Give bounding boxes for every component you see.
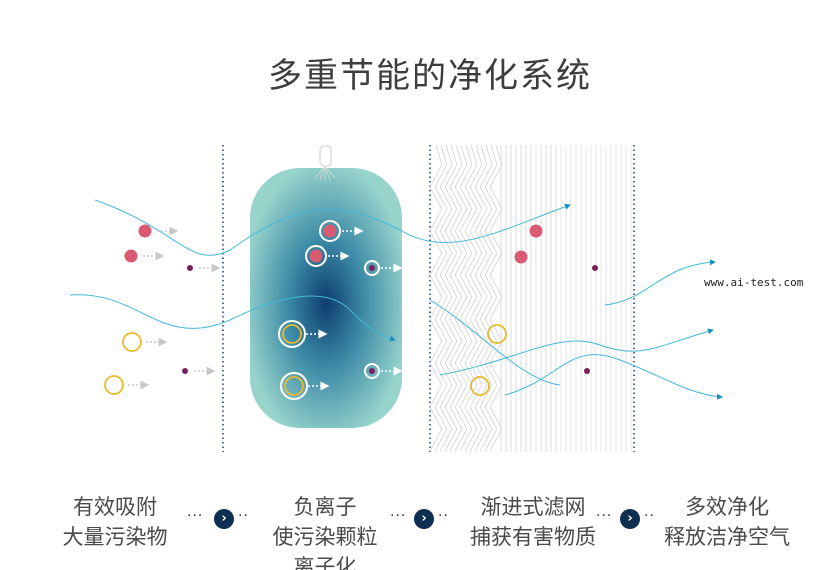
step-adsorb: 有效吸附 大量污染物 — [25, 492, 205, 552]
pollutant-particle — [138, 224, 152, 238]
allergen-particle — [284, 376, 304, 396]
trapped-particle — [470, 376, 490, 396]
allergen-particle — [282, 324, 302, 344]
progressive-filter — [429, 144, 632, 452]
step-line: 释放洁净空气 — [664, 525, 790, 549]
fine-particle — [369, 368, 375, 374]
step-line: 大量污染物 — [62, 525, 168, 549]
page-title: 多重节能的净化系统 — [268, 56, 592, 96]
trapped-particle — [592, 265, 598, 271]
ionizer-emitter — [319, 145, 332, 167]
step-line: 负离子 — [293, 495, 357, 519]
trapped-particle — [584, 368, 590, 374]
pollutant-particle — [309, 249, 323, 263]
connector-dots: ·· — [238, 508, 249, 524]
emitter-rays-icon — [314, 165, 336, 181]
particles — [104, 220, 598, 400]
connector-dots: ··· — [390, 508, 407, 524]
step-line: 使污染颗粒 — [272, 525, 378, 549]
trapped-particle — [529, 224, 543, 238]
connector-dots: ·· — [644, 508, 655, 524]
step-line: 捕获有害物质 — [470, 525, 596, 549]
step-filter: 渐进式滤网 捕获有害物质 — [443, 492, 623, 552]
step-ionize: 负离子 使污染颗粒 离子化 — [235, 492, 415, 570]
fine-particle — [182, 368, 188, 374]
connector-dots: ·· — [438, 508, 449, 524]
allergen-particle — [104, 375, 124, 395]
pollutant-particle — [124, 249, 138, 263]
step-line: 多效净化 — [685, 495, 769, 519]
fine-particle — [187, 265, 193, 271]
step-line: 有效吸附 — [73, 495, 157, 519]
pollutant-particle — [323, 224, 337, 238]
airflow-curves — [69, 199, 723, 400]
fine-particle — [369, 265, 375, 271]
step-line: 渐进式滤网 — [480, 495, 586, 519]
step-line: 离子化 — [293, 555, 357, 570]
connector-dots: ··· — [596, 508, 613, 524]
next-arrow-icon: › — [214, 509, 234, 529]
next-arrow-icon: › — [620, 509, 640, 529]
step-purify: 多效净化 释放洁净空气 — [637, 492, 817, 552]
connector-dots: ··· — [187, 508, 204, 524]
trapped-particle — [514, 250, 528, 264]
allergen-particle — [122, 332, 142, 352]
next-arrow-icon: › — [414, 509, 434, 529]
trapped-particle — [487, 324, 507, 344]
watermark: www.ai-test.com — [704, 276, 804, 289]
divider-lines — [222, 145, 635, 452]
